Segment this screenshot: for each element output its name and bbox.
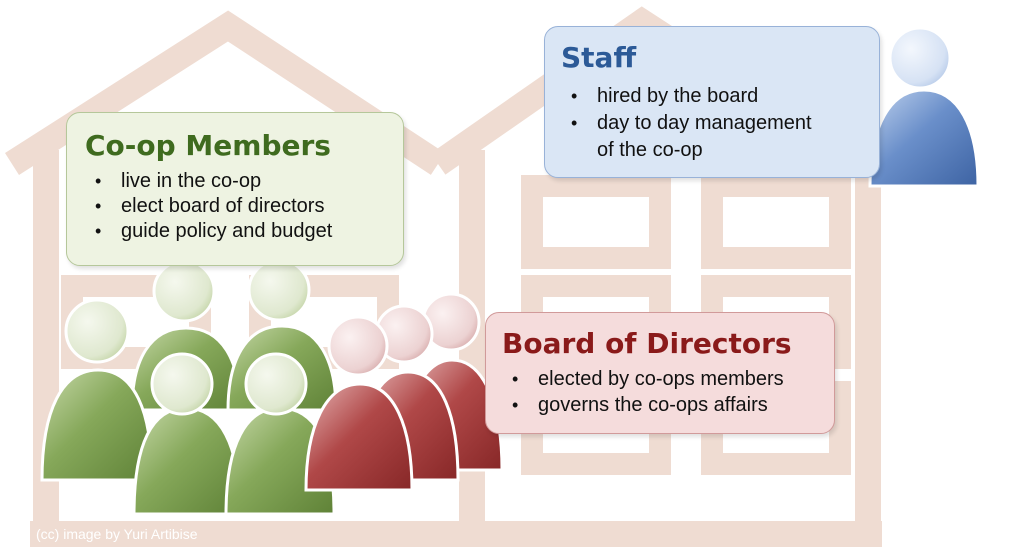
members-people-group: [40, 258, 338, 516]
board-bullet-list: elected by co-ops members governs the co…: [502, 366, 834, 418]
person-head: [152, 259, 216, 323]
members-title: Co-op Members: [85, 129, 331, 162]
board-people-group: [304, 292, 504, 492]
members-bullet-list: live in the co-op elect board of directo…: [85, 169, 403, 244]
members-bullet: live in the co-op: [85, 169, 403, 194]
window: [521, 175, 671, 269]
members-callout: Co-op Members live in the co-op elect bo…: [66, 112, 404, 266]
staff-callout: Staff hired by the board day to day mana…: [544, 26, 880, 178]
person-head: [327, 315, 389, 377]
person-icon: [132, 406, 242, 516]
board-callout: Board of Directors elected by co-ops mem…: [485, 312, 835, 434]
staff-bullet-list: hired by the board day to day management…: [561, 83, 879, 164]
image-credit: (cc) image by Yuri Artibise: [36, 526, 198, 542]
staff-bullet-continuation: of the co-op: [597, 139, 703, 161]
board-bullet: elected by co-ops members: [502, 366, 834, 392]
person-head: [64, 298, 130, 364]
staff-bullet: day to day management: [561, 110, 879, 137]
board-title: Board of Directors: [502, 327, 792, 360]
staff-person: [868, 26, 980, 188]
members-bullet: elect board of directors: [85, 194, 403, 219]
person-head: [888, 26, 952, 90]
person-head: [244, 352, 308, 416]
person-head: [247, 258, 311, 322]
board-bullet: governs the co-ops affairs: [502, 392, 834, 418]
person-icon: [868, 88, 980, 188]
person-head: [150, 352, 214, 416]
staff-bullet: hired by the board: [561, 83, 879, 110]
staff-title: Staff: [561, 41, 637, 74]
window: [701, 175, 851, 269]
members-bullet: guide policy and budget: [85, 219, 403, 244]
person-icon: [304, 382, 414, 492]
